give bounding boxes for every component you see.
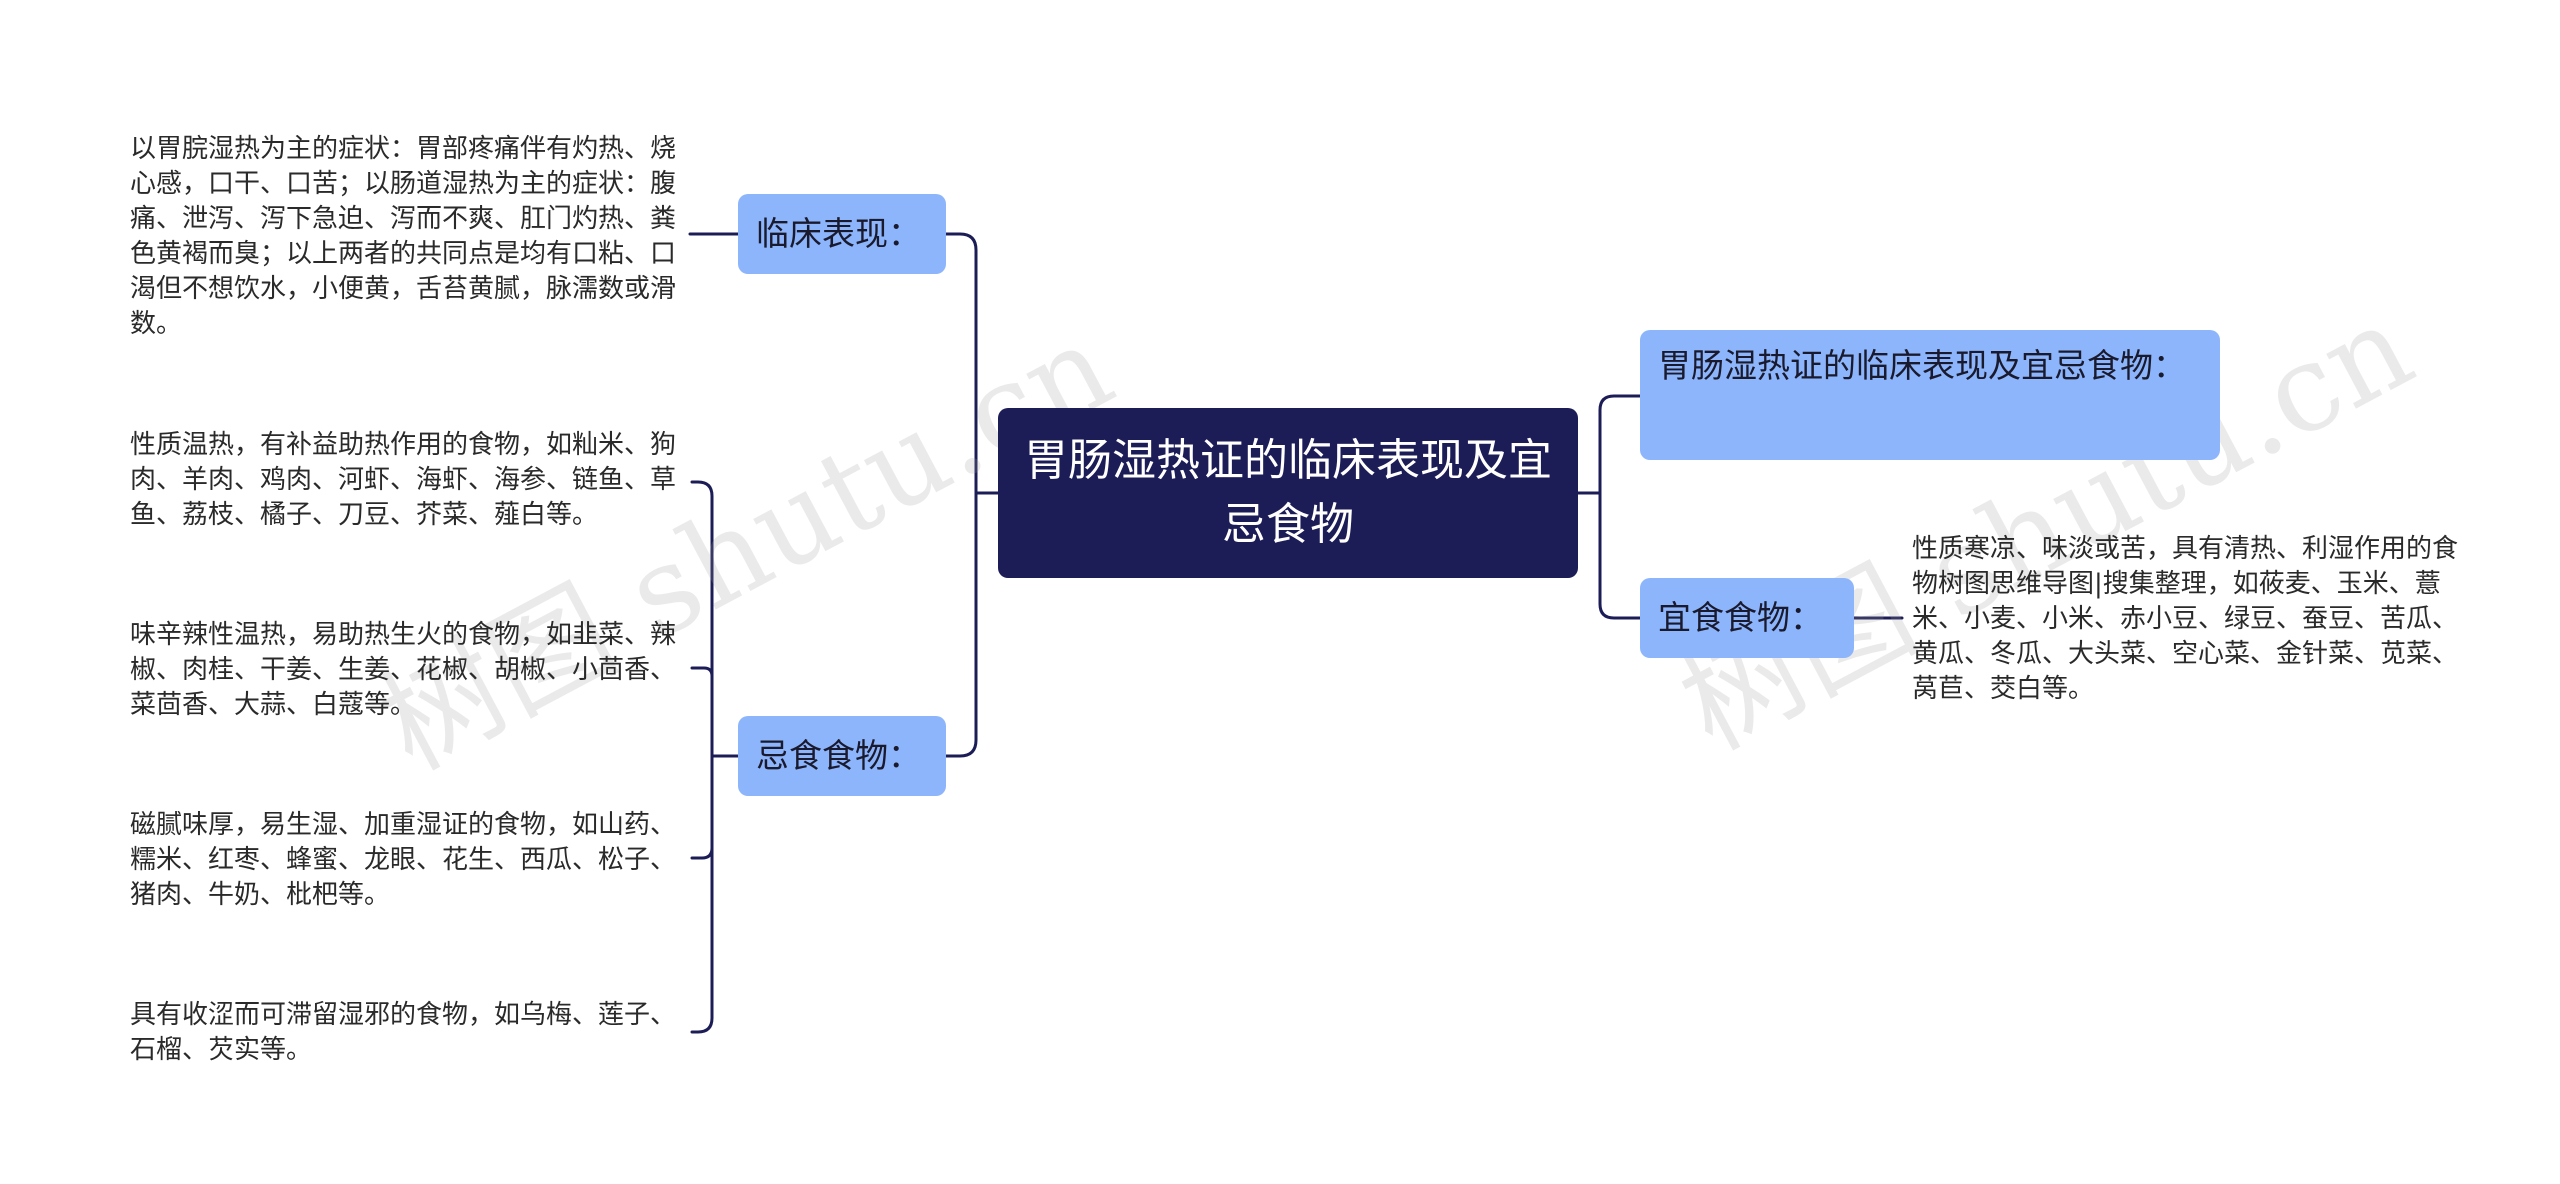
- root-topic-label: 胃肠湿热证的临床表现及宜忌食物: [1024, 435, 1552, 550]
- link-avoid-leaf-3: [690, 846, 714, 860]
- link-root-clinical: [944, 232, 978, 495]
- link-avoid-leaf-2: [690, 666, 714, 678]
- leaf-avoid-spicy-foods: 味辛辣性温热，易助热生火的食物，如韭菜、辣椒、肉桂、干姜、生姜、花椒、胡椒、小茴…: [130, 620, 677, 720]
- branch-title-repeat[interactable]: 胃肠湿热证的临床表现及宜忌食物：: [1640, 330, 2220, 460]
- branch-title-repeat-label: 胃肠湿热证的临床表现及宜忌食物：: [1658, 346, 2186, 385]
- link-avoid-leaf-1: [690, 480, 714, 758]
- leaf-avoid-astringent-foods: 具有收涩而可滞留湿邪的食物，如乌梅、莲子、石榴、芡实等。: [130, 1000, 677, 1065]
- branch-avoid-foods[interactable]: 忌食食物：: [738, 716, 946, 796]
- leaf-avoid-warm-foods: 性质温热，有补益助热作用的食物，如籼米、狗肉、羊肉、鸡肉、河虾、海虾、海参、链鱼…: [130, 430, 677, 530]
- link-root-avoid: [944, 491, 978, 758]
- link-root-title: [1598, 394, 1642, 495]
- leaf-clinical-symptoms: 以胃脘湿热为主的症状：胃部疼痛伴有灼热、烧心感，口干、口苦；以肠道湿热为主的症状…: [130, 134, 677, 339]
- link-avoid-leaf-4: [690, 754, 714, 1034]
- leaf-recommended-foods: 性质寒凉、味淡或苦，具有清热、利湿作用的食物树图思维导图|搜集整理，如莜麦、玉米…: [1912, 534, 2459, 704]
- leaf-avoid-greasy-foods: 磁腻味厚，易生湿、加重湿证的食物，如山药、糯米、红枣、蜂蜜、龙眼、花生、西瓜、松…: [130, 810, 677, 910]
- root-topic[interactable]: 胃肠湿热证的临床表现及宜忌食物: [998, 408, 1578, 578]
- branch-clinical-label: 临床表现：: [756, 214, 921, 253]
- link-root-recommend: [1598, 491, 1642, 620]
- branch-recommended-foods[interactable]: 宜食食物：: [1640, 578, 1854, 658]
- branch-avoid-foods-label: 忌食食物：: [756, 736, 921, 775]
- branch-recommended-foods-label: 宜食食物：: [1658, 598, 1823, 637]
- branch-clinical[interactable]: 临床表现：: [738, 194, 946, 274]
